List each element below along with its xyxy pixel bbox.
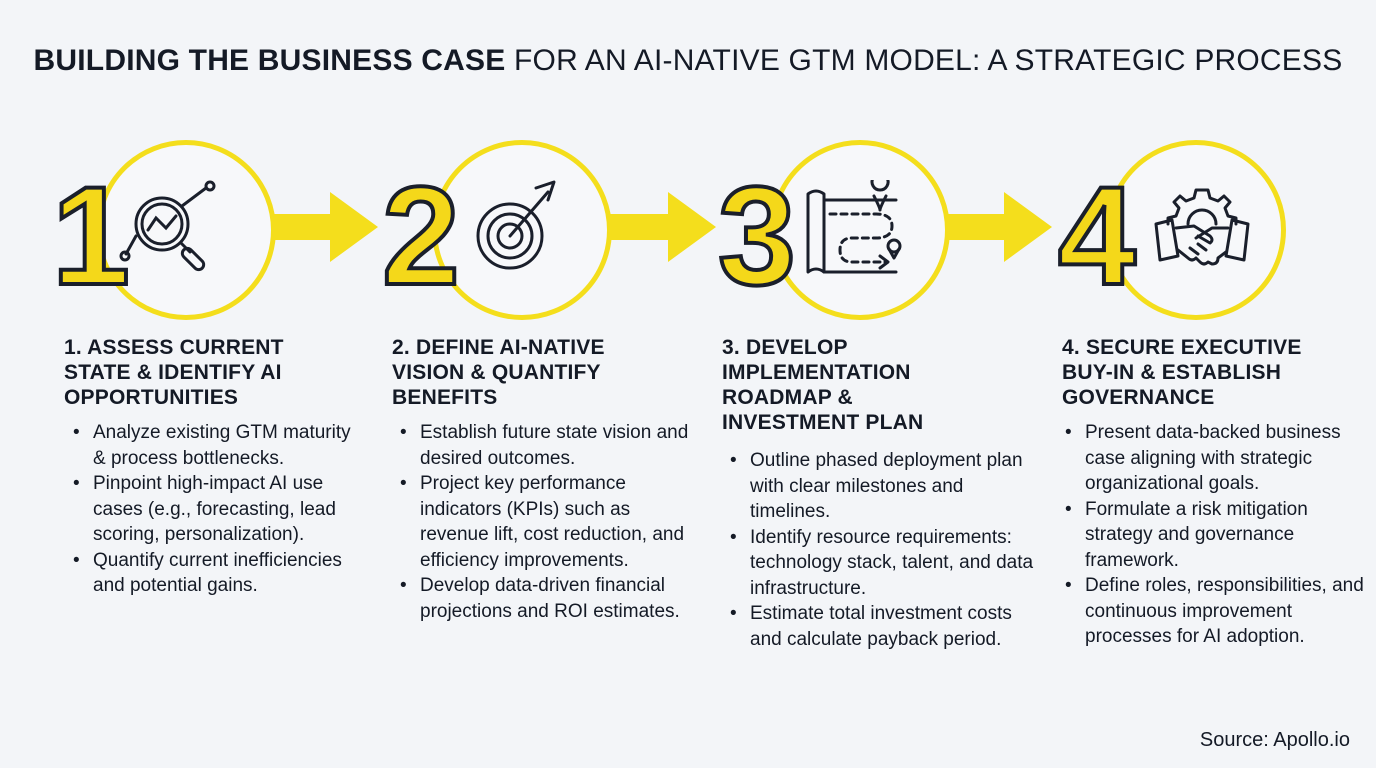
step-1-ring — [96, 140, 276, 320]
step-2-number: 2 — [380, 157, 462, 314]
step-4-bullets: Present data-backed business case aligni… — [1057, 420, 1375, 650]
step-1-number: 1 — [50, 157, 132, 314]
list-item: Outline phased deployment plan with clea… — [730, 448, 1045, 525]
page-title: BUILDING THE BUSINESS CASE FOR AN AI-NAT… — [0, 44, 1376, 78]
list-item: Pinpoint high-impact AI use cases (e.g.,… — [73, 471, 363, 548]
step-1-title: 1. ASSESS CURRENT STATE & IDENTIFY AI OP… — [64, 336, 284, 409]
step-4-ring — [1106, 140, 1286, 320]
list-item: Formulate a risk mitigation strategy and… — [1065, 497, 1375, 574]
list-item: Quantify current inefficiencies and pote… — [73, 548, 363, 599]
step-2-title: 2. DEFINE AI-NATIVE VISION & QUANTIFY BE… — [392, 336, 605, 409]
handshake-gear-icon — [1154, 188, 1250, 266]
source-label: Source: Apollo.io — [1199, 729, 1350, 751]
arrow-3-to-4 — [936, 192, 1052, 262]
step-3-number: 3 — [716, 157, 798, 314]
step-1-bullets: Analyze existing GTM maturity & process … — [65, 420, 363, 599]
target-arrow-icon — [476, 180, 556, 270]
title-bold: BUILDING THE BUSINESS CASE — [33, 44, 506, 77]
list-item: Project key performance indicators (KPIs… — [400, 471, 690, 573]
step-2-bullets: Establish future state vision and desire… — [392, 420, 690, 624]
list-item: Estimate total investment costs and calc… — [730, 601, 1045, 652]
magnifying-glass-chart-icon — [119, 180, 216, 272]
list-item: Present data-backed business case aligni… — [1065, 420, 1375, 497]
list-item: Analyze existing GTM maturity & process … — [73, 420, 363, 471]
step-3-bullets: Outline phased deployment plan with clea… — [722, 448, 1045, 652]
step-4-number: 4 — [1056, 157, 1138, 314]
title-rest: FOR AN AI-NATIVE GTM MODEL: A STRATEGIC … — [505, 44, 1343, 77]
step-3-ring — [770, 140, 950, 320]
arrow-1-to-2 — [262, 192, 378, 262]
list-item: Establish future state vision and desire… — [400, 420, 690, 471]
list-item: Develop data-driven financial projection… — [400, 573, 690, 624]
arrow-2-to-3 — [600, 192, 716, 262]
roadmap-icon — [806, 180, 902, 274]
list-item: Define roles, responsibilities, and cont… — [1065, 573, 1375, 650]
step-4-title: 4. SECURE EXECUTIVE BUY-IN & ESTABLISH G… — [1062, 336, 1302, 409]
list-item: Identify resource requirements: technolo… — [730, 525, 1045, 602]
step-3-title: 3. DEVELOP IMPLEMENTATION ROADMAP & INVE… — [722, 336, 924, 434]
